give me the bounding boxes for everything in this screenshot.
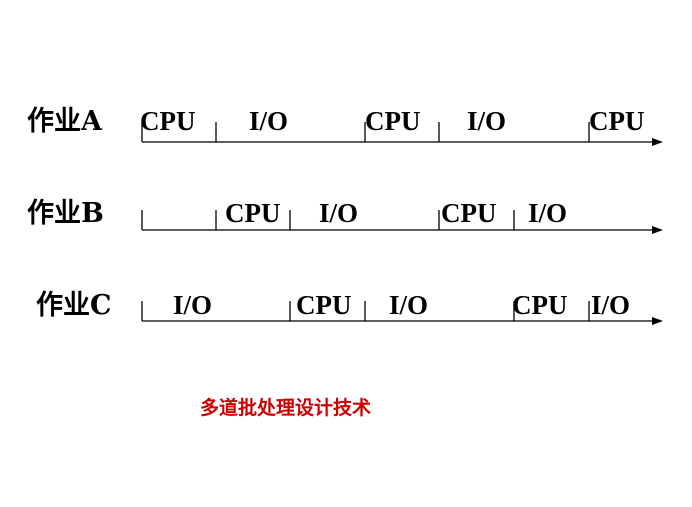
segment-label: I/O bbox=[319, 198, 358, 228]
segment-label: CPU bbox=[441, 198, 497, 228]
job-label: 作业C bbox=[36, 290, 112, 321]
arrow-head-icon bbox=[652, 138, 663, 146]
segment-label: CPU bbox=[365, 106, 421, 136]
segment-label: CPU bbox=[140, 106, 196, 136]
segment-label: CPU bbox=[512, 290, 568, 320]
segment-label: CPU bbox=[225, 198, 281, 228]
segment-label: I/O bbox=[467, 106, 506, 136]
job-label: 作业B bbox=[27, 198, 104, 229]
arrow-head-icon bbox=[652, 317, 663, 325]
timeline-rows: 作业A CPU I/O CPU I/O CPU 作业B CPU I/O CPU I/O 作业C I/O C… bbox=[27, 106, 663, 325]
segment-label: I/O bbox=[591, 290, 630, 320]
segment-label: CPU bbox=[296, 290, 352, 320]
timeline-row: 作业B CPU I/O CPU I/O bbox=[27, 198, 663, 234]
segment-label: I/O bbox=[249, 106, 288, 136]
segment-label: CPU bbox=[589, 106, 645, 136]
timeline-row: 作业C I/O CPU I/O CPU I/O bbox=[36, 290, 663, 325]
segment-label: I/O bbox=[528, 198, 567, 228]
arrow-head-icon bbox=[652, 226, 663, 234]
segment-label: I/O bbox=[389, 290, 428, 320]
timeline-row: 作业A CPU I/O CPU I/O CPU bbox=[27, 106, 663, 146]
segment-label: I/O bbox=[173, 290, 212, 320]
job-label: 作业A bbox=[27, 106, 103, 137]
diagram-caption: 多道批处理设计技术 bbox=[200, 396, 371, 419]
